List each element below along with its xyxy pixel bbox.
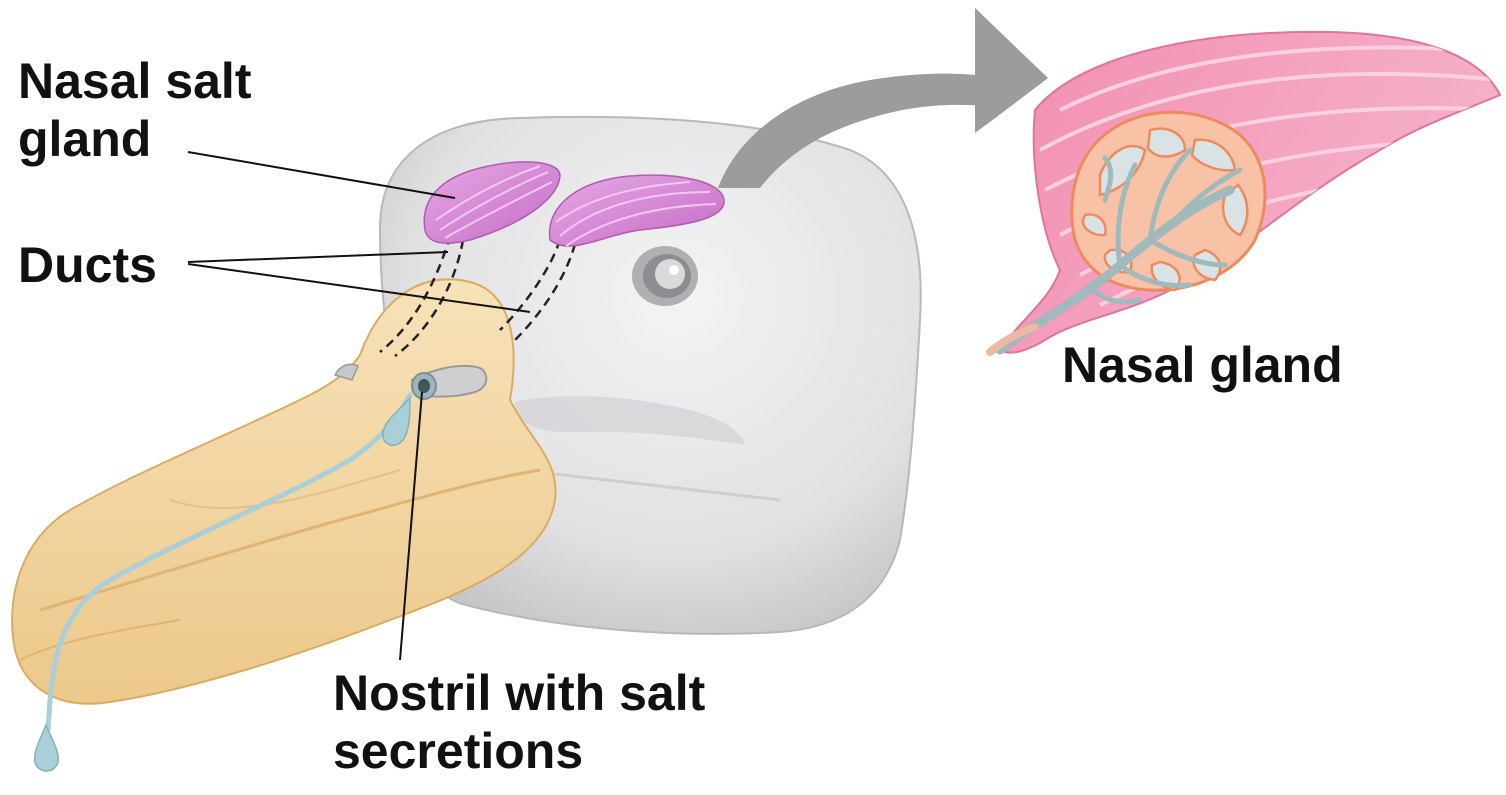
nasal-gland-label: Nasal gland bbox=[1062, 336, 1343, 394]
nostril-label-line2: secretions bbox=[333, 722, 705, 780]
ducts-label: Ducts bbox=[18, 236, 157, 294]
magnify-arrow-icon bbox=[718, 8, 1048, 188]
eye-icon bbox=[632, 246, 698, 306]
nostril-label-line1: Nostril with salt bbox=[333, 664, 705, 722]
nasal-gland-detail bbox=[990, 32, 1500, 353]
nasal-salt-gland-label-line1: Nasal salt bbox=[18, 52, 251, 110]
nostril-label: Nostril with salt secretions bbox=[333, 664, 705, 780]
nasal-salt-gland-label: Nasal salt gland bbox=[18, 52, 251, 168]
nasal-salt-gland-label-line2: gland bbox=[18, 110, 251, 168]
